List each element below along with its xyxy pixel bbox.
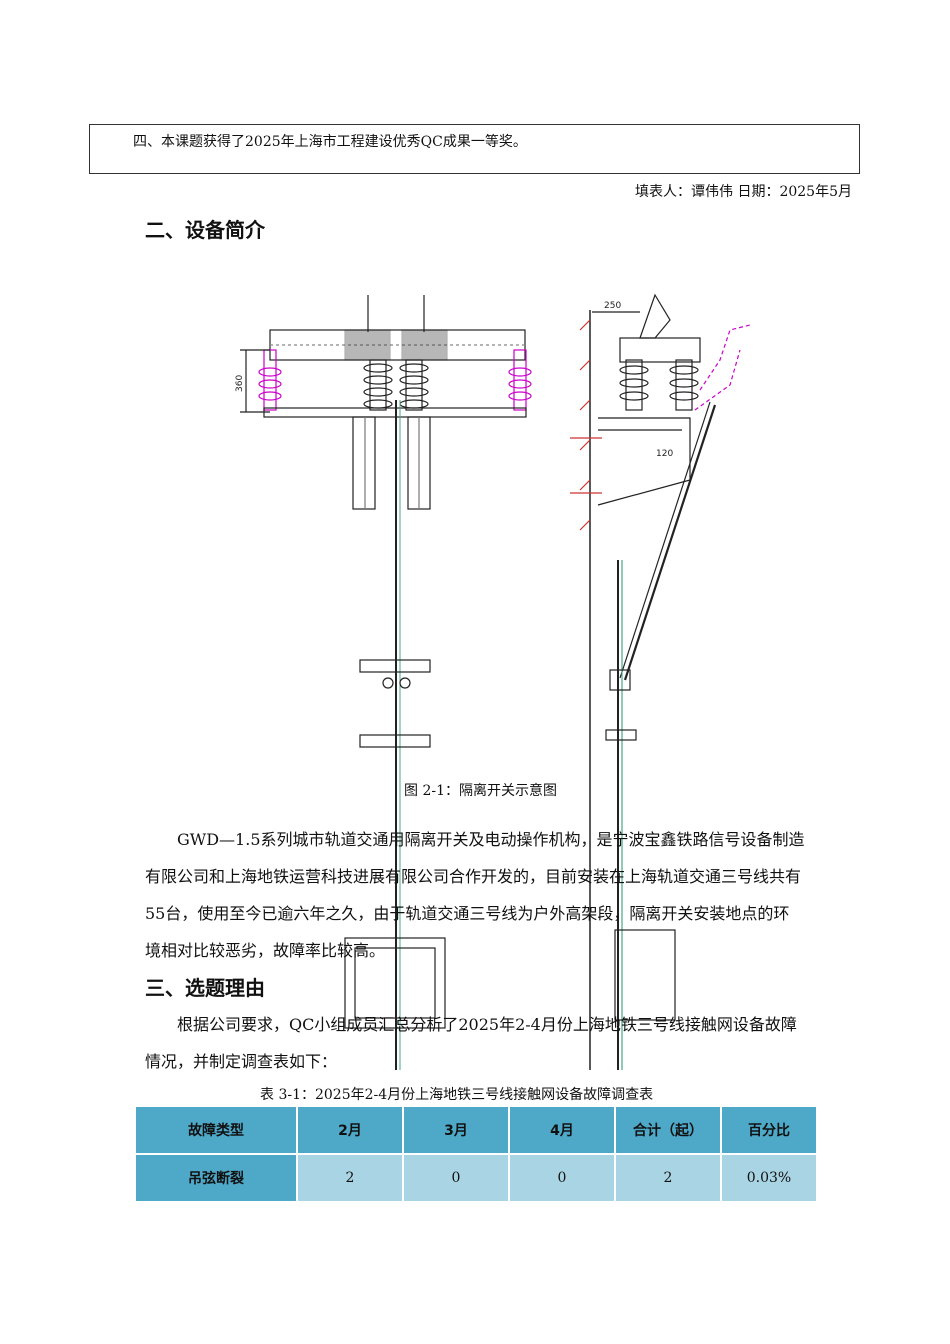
- header-feb: 2月: [296, 1105, 404, 1155]
- insulator-right-view-b: [669, 359, 699, 411]
- table-header-row: 故障类型 2月 3月 4月 合计（起） 百分比: [134, 1105, 818, 1155]
- dimension-label-360: 360: [235, 375, 245, 392]
- reason-paragraph: 根据公司要求，QC小组成员汇总分析了2025年2-4月份上海地铁三号线接触网设备…: [145, 1015, 797, 1071]
- filler-signature: 填表人：谭伟伟 日期：2025年5月: [635, 184, 852, 200]
- motor-box-side: [614, 929, 676, 1021]
- cell-percent: 0.03%: [720, 1153, 818, 1203]
- insulator-center-left: [363, 359, 393, 411]
- header-fault-type: 故障类型: [134, 1105, 298, 1155]
- cell-fault-type: 吊弦断裂: [134, 1153, 298, 1203]
- cell-mar: 0: [402, 1153, 510, 1203]
- award-text: 四、本课题获得了2025年上海市工程建设优秀QC成果一等奖。: [133, 134, 527, 150]
- isolation-switch-drawing: 250 120 360: [235, 293, 751, 1070]
- table-row: 吊弦断裂 2 0 0 2 0.03%: [134, 1153, 818, 1203]
- insulator-side-right: [508, 349, 532, 411]
- figure-caption: 图 2-1：隔离开关示意图: [402, 780, 559, 800]
- insulator-right-view-a: [619, 359, 649, 411]
- header-mar: 3月: [402, 1105, 510, 1155]
- cell-apr: 0: [508, 1153, 616, 1203]
- award-box: 四、本课题获得了2025年上海市工程建设优秀QC成果一等奖。: [89, 124, 860, 174]
- table-caption: 表 3-1：2025年2-4月份上海地铁三号线接触网设备故障调查表: [258, 1084, 656, 1104]
- section-heading-equipment: 二、设备简介: [145, 218, 265, 242]
- fault-survey-table: 故障类型 2月 3月 4月 合计（起） 百分比 吊弦断裂 2 0 0 2 0.0…: [134, 1105, 818, 1203]
- header-apr: 4月: [508, 1105, 616, 1155]
- cell-feb: 2: [296, 1153, 404, 1203]
- dimension-label-250: 250: [604, 301, 621, 311]
- cell-total: 2: [614, 1153, 722, 1203]
- insulator-center-right: [399, 359, 429, 411]
- header-total: 合计（起）: [614, 1105, 722, 1155]
- dimension-label-120: 120: [656, 449, 673, 459]
- motor-box-front: [344, 937, 446, 1029]
- equipment-description: GWD—1.5系列城市轨道交通用隔离开关及电动操作机构，是宁波宝鑫铁路信号设备制…: [145, 830, 805, 960]
- section-heading-reason: 三、选题理由: [145, 976, 265, 1000]
- header-percent: 百分比: [720, 1105, 818, 1155]
